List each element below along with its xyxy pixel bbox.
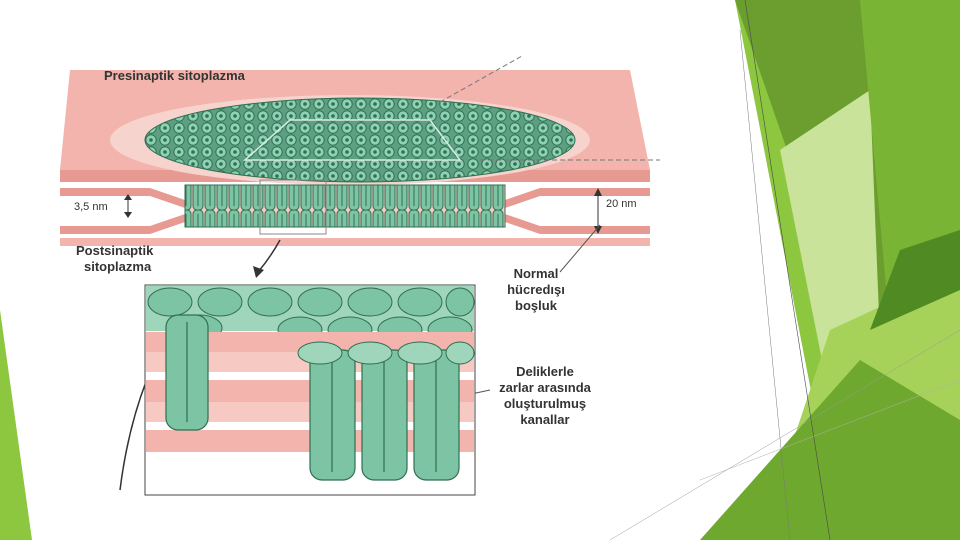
zoom-box <box>259 179 327 235</box>
label-channels-3: oluşturulmuş <box>503 396 587 411</box>
channel-row <box>184 184 506 228</box>
label-channels-4: kanallar <box>520 412 570 427</box>
label-normal-space-1: Normal <box>513 266 559 281</box>
zoom-detail <box>144 284 476 496</box>
label-postsynaptic-2: sitoplazma <box>84 259 152 274</box>
label-presynaptic: Presinaptik sitoplazma <box>104 68 245 83</box>
decor-shape-left <box>0 310 32 540</box>
label-normal-space-3: boşluk <box>515 298 557 313</box>
label-normal-space-2: hücredışı <box>507 282 565 297</box>
label-postsynaptic-1: Postsinaptik <box>76 243 154 258</box>
gap-junction-figure: Presinaptik sitoplazma 3,5 nm 20 nm Post… <box>60 50 660 530</box>
leader-normal-space <box>559 224 601 273</box>
decor-line-4 <box>699 379 960 481</box>
label-channels-1: Deliklerle <box>516 364 574 379</box>
gap-junction-illustration <box>60 55 660 496</box>
decor-line-2 <box>739 29 791 540</box>
label-gap-small: 3,5 nm <box>74 201 108 213</box>
label-channels-2: zarlar arasında <box>499 380 591 395</box>
connexon-array <box>144 97 576 183</box>
decor-line-1 <box>744 0 831 540</box>
label-gap-large: 20 nm <box>606 198 637 210</box>
decor-line-3 <box>609 329 960 540</box>
decor-shape-7 <box>870 230 960 330</box>
